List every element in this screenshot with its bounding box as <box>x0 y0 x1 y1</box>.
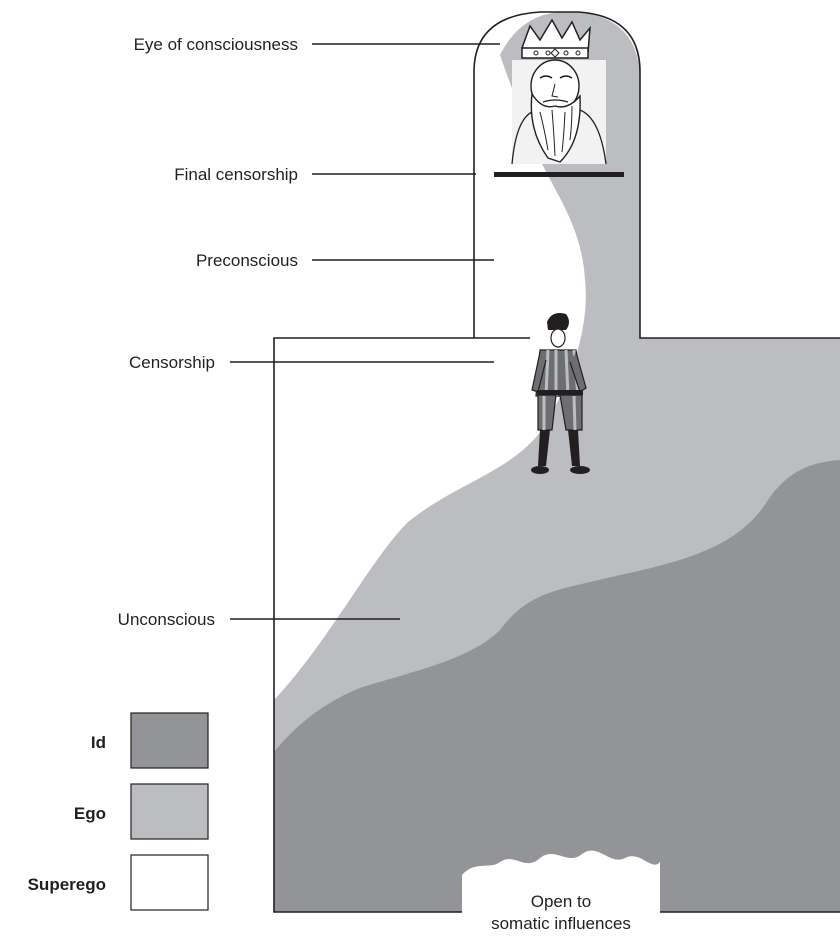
legend-label-id: Id <box>91 733 106 752</box>
crowned-bearded-king-icon <box>511 18 607 165</box>
label-somatic-line1: Open to <box>531 892 592 911</box>
label-preconscious: Preconscious <box>196 251 298 270</box>
legend-label-ego: Ego <box>74 804 106 823</box>
somatic-opening <box>462 850 660 937</box>
id-region <box>274 460 840 912</box>
label-final-censorship: Final censorship <box>174 165 298 184</box>
label-somatic-line2: somatic influences <box>491 914 631 933</box>
swiss-guard-icon <box>531 313 590 474</box>
legend: Id Ego Superego <box>28 712 209 911</box>
vessel-outline <box>473 11 840 339</box>
legend-label-superego: Superego <box>28 875 106 894</box>
legend-swatch-ego <box>130 783 209 840</box>
label-eye-of-consciousness: Eye of consciousness <box>134 35 298 54</box>
legend-swatch-id <box>130 712 209 769</box>
legend-swatch-superego <box>130 854 209 911</box>
label-censorship: Censorship <box>129 353 215 372</box>
vessel-outline-left <box>273 337 530 913</box>
label-unconscious: Unconscious <box>118 610 215 629</box>
final-censorship-bar <box>494 172 624 177</box>
